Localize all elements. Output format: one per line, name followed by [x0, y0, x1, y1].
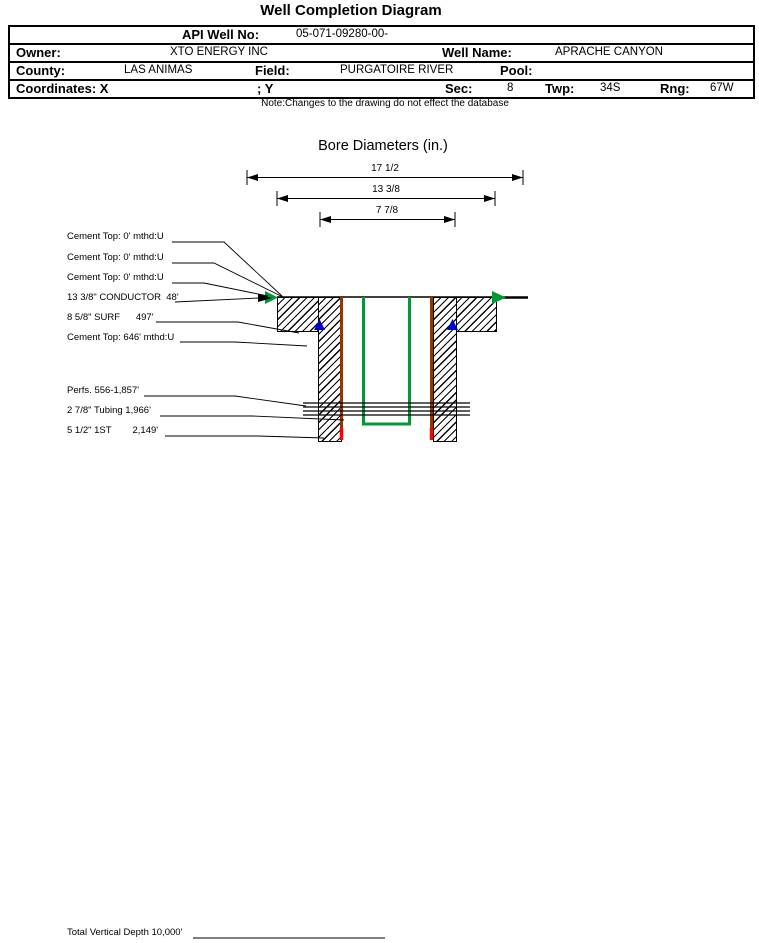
county-value: LAS ANIMAS — [124, 64, 193, 76]
leader-production-casing — [165, 435, 325, 439]
leader-surface-casing — [156, 321, 300, 334]
production-casing-label: 5 1/2" 1ST 2,149' — [67, 425, 159, 436]
leader-cement-top-1 — [172, 241, 283, 297]
conductor-cement-left — [277, 297, 320, 332]
leader-cement-top-3 — [172, 282, 269, 297]
page-title: Well Completion Diagram — [260, 2, 442, 19]
leader-tubing — [160, 415, 345, 421]
cement-top-0-label-3: Cement Top: 0' mthd:U — [67, 272, 164, 283]
dim-17-1-2-label: 17 1/2 — [371, 163, 399, 174]
rng-value: 67W — [710, 82, 734, 94]
pool-label: Pool: — [500, 63, 533, 78]
header-row-coordinates: Coordinates: X ; Y Sec: 8 Twp: 34S Rng: … — [10, 79, 753, 97]
well-name-value: APRACHE CANYON — [555, 46, 663, 58]
tubing-label: 2 7/8" Tubing 1,966' — [67, 405, 151, 416]
dim-7-7-8-label: 7 7/8 — [375, 205, 399, 216]
bore-diameters-title: Bore Diameters (in.) — [318, 138, 448, 154]
leader-perforations — [144, 395, 307, 407]
coordinates-y-label: ; Y — [257, 81, 274, 96]
coordinates-x-label: Coordinates: X — [16, 81, 109, 96]
dim-13-3-8-label: 13 3/8 — [372, 184, 400, 195]
leader-lines — [144, 241, 345, 439]
well-header-table: API Well No: 05-071-09280-00- Owner: XTO… — [8, 25, 755, 99]
api-well-no-label: API Well No: — [182, 27, 260, 42]
cement-top-marker-right-icon — [447, 319, 458, 330]
leader-conductor — [174, 297, 259, 303]
total-vertical-depth-label: Total Vertical Depth 10,000' — [67, 927, 183, 938]
field-label: Field: — [255, 63, 290, 78]
cement-top-0-label-1: Cement Top: 0' mthd:U — [67, 231, 164, 242]
sec-value: 8 — [507, 82, 514, 94]
owner-value: XTO ENERGY INC — [170, 46, 268, 58]
sec-label: Sec: — [445, 81, 473, 96]
leader-cement-top-4 — [180, 341, 308, 347]
flow-arrow-right-icon — [492, 291, 506, 304]
perforation-lines — [303, 402, 470, 416]
dimension-13-3-8 — [276, 191, 496, 206]
twp-label: Twp: — [545, 81, 575, 96]
field-value: PURGATOIRE RIVER — [340, 64, 454, 76]
dimension-17-1-2 — [246, 170, 524, 185]
cement-top-646-label: Cement Top: 646' mthd:U — [67, 332, 175, 343]
tubing-string — [362, 297, 411, 426]
twp-value: 34S — [600, 82, 621, 94]
surface-casing-wall-left — [318, 297, 342, 442]
header-row-owner: Owner: XTO ENERGY INC Well Name: APRACHE… — [10, 43, 753, 61]
rng-label: Rng: — [660, 81, 690, 96]
flow-arrow-left-icon — [265, 291, 278, 304]
county-label: County: — [16, 63, 66, 78]
owner-label: Owner: — [16, 45, 61, 60]
api-well-no-value: 05-071-09280-00- — [296, 28, 389, 40]
cement-top-marker-left-icon — [314, 319, 325, 330]
header-row-county: County: LAS ANIMAS Field: PURGATOIRE RIV… — [10, 61, 753, 79]
perforations-label: Perfs. 556-1,857' — [67, 385, 140, 396]
surface-casing-label: 8 5/8" SURF 497' — [67, 312, 154, 323]
cement-top-0-label-2: Cement Top: 0' mthd:U — [67, 252, 164, 263]
well-name-label: Well Name: — [442, 45, 512, 60]
database-note: Note:Changes to the drawing do not effec… — [261, 98, 509, 109]
conductor-casing-label: 13 3/8" CONDUCTOR 48' — [67, 292, 179, 303]
leader-cement-top-2 — [172, 262, 286, 299]
header-row-api: API Well No: 05-071-09280-00- — [10, 27, 753, 43]
conductor-leader-arrow-icon — [258, 294, 272, 302]
dimension-7-7-8 — [319, 212, 456, 227]
